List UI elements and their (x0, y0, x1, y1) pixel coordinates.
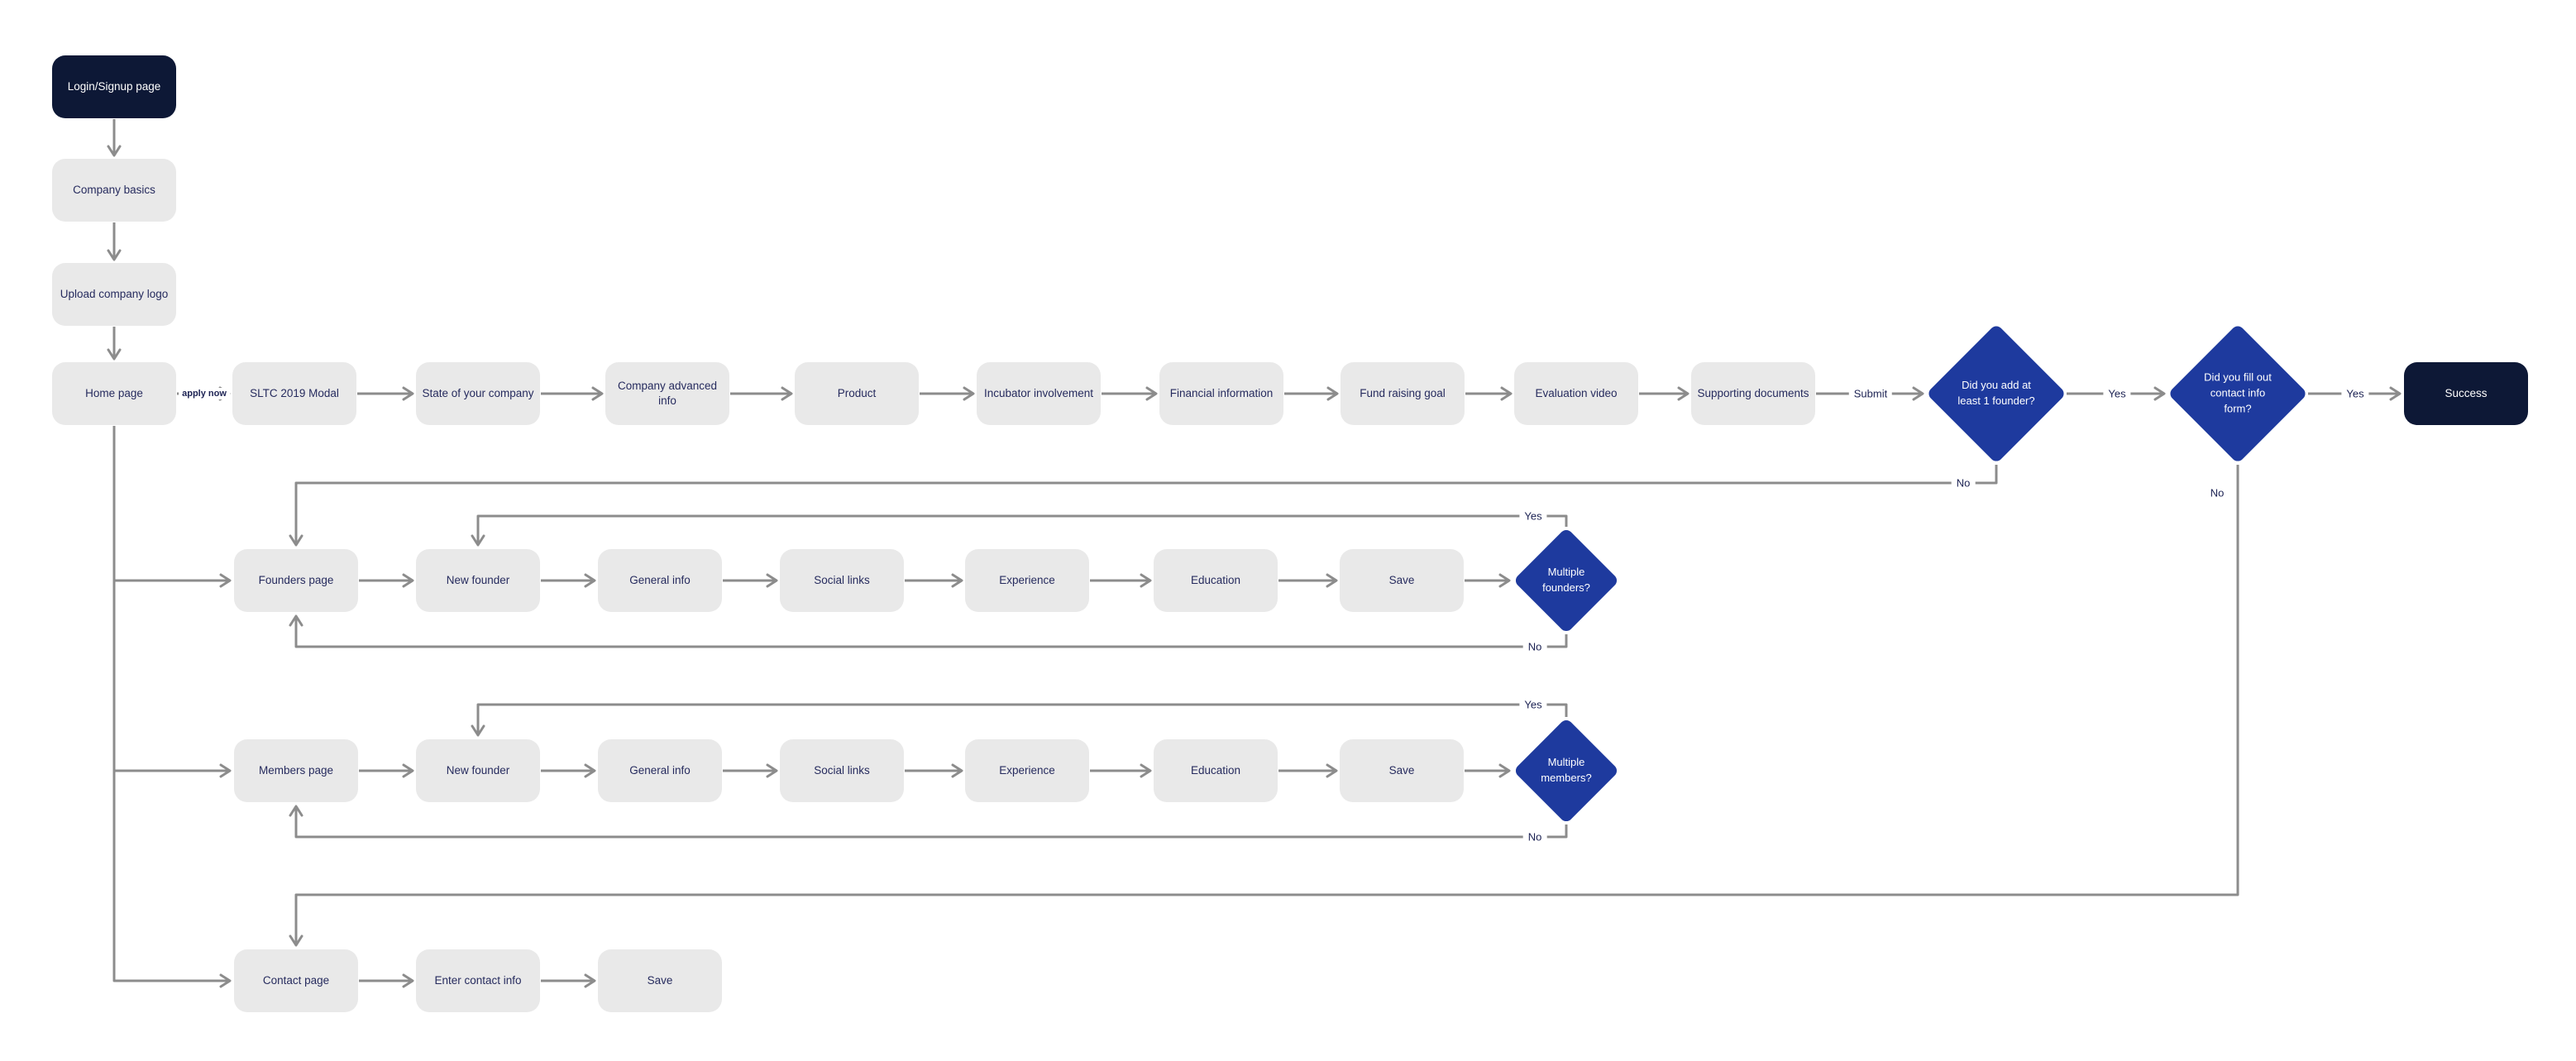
node-label: Education (1190, 763, 1241, 777)
node-label: Experience (999, 573, 1055, 586)
node-company-basics[interactable]: Company basics (52, 159, 176, 222)
node-label: Save (1388, 763, 1415, 777)
node-label: New founder (446, 763, 510, 777)
connector-multiple-founders-no-to-founders-page (289, 614, 1568, 648)
edge-label-no-contact-decision[interactable]: No (2205, 485, 2230, 500)
node-financial-information[interactable]: Financial information (1159, 362, 1283, 425)
edge-label-yes-contact-decision[interactable]: Yes (2341, 386, 2369, 401)
node-label: Fund raising goal (1360, 386, 1446, 399)
node-incubator-involvement[interactable]: Incubator involvement (977, 362, 1101, 425)
node-login-signup-page[interactable]: Login/Signup page (52, 55, 176, 118)
node-label: Contact page (262, 973, 330, 987)
node-label: SLTC 2019 Modal (250, 386, 339, 399)
connector-multiple-members-yes-to-new-founder (471, 703, 1568, 737)
node-label: Save (647, 973, 673, 987)
node-label: Save (1388, 573, 1415, 586)
connector-multiple-founders-yes-to-new-founder (471, 514, 1568, 547)
node-members-education[interactable]: Education (1154, 739, 1278, 802)
node-success[interactable]: Success (2404, 362, 2528, 425)
node-upload-company-logo[interactable]: Upload company logo (52, 263, 176, 326)
connector-decision-contact-no-to-contact-page (289, 465, 2239, 947)
node-label: Home page (85, 386, 143, 399)
connector-home-branch-to-contact-page (112, 426, 232, 988)
node-state-of-company[interactable]: State of your company (416, 362, 540, 425)
node-label: Education (1190, 573, 1241, 586)
edge-label-no-multiple-founders[interactable]: No (1522, 639, 1547, 654)
edge-label-apply-now[interactable]: apply now (179, 388, 230, 399)
node-members-page[interactable]: Members page (234, 739, 358, 802)
node-label: Product (837, 386, 877, 399)
node-enter-contact-info[interactable]: Enter contact info (416, 949, 540, 1012)
node-label: New founder (446, 573, 510, 586)
node-founders-experience[interactable]: Experience (965, 549, 1089, 612)
node-members-save[interactable]: Save (1340, 739, 1464, 802)
node-founders-page[interactable]: Founders page (234, 549, 358, 612)
node-label: Enter contact info (434, 973, 522, 987)
node-members-new-founder[interactable]: New founder (416, 739, 540, 802)
node-label: Incubator involvement (983, 386, 1094, 399)
node-label: Success (2445, 386, 2488, 399)
node-label: Company advanced info (617, 379, 718, 407)
decision-contact-form-label: Did you fill out contact info form? (2204, 370, 2272, 415)
node-label: Social links (814, 573, 870, 586)
connector-decision-founder-no-to-founders-page (289, 465, 1998, 547)
node-company-advanced-info[interactable]: Company advanced info (605, 362, 729, 425)
node-label: Experience (999, 763, 1055, 777)
node-fund-raising-goal[interactable]: Fund raising goal (1341, 362, 1465, 425)
node-members-social-links[interactable]: Social links (780, 739, 904, 802)
node-label: General info (629, 763, 691, 777)
decision-multiple-members-label: Multiple members? (1541, 756, 1592, 784)
node-contact-save[interactable]: Save (598, 949, 722, 1012)
node-founders-save[interactable]: Save (1340, 549, 1464, 612)
node-product[interactable]: Product (795, 362, 919, 425)
node-members-general-info[interactable]: General info (598, 739, 722, 802)
node-contact-page[interactable]: Contact page (234, 949, 358, 1012)
edge-label-yes-multiple-members[interactable]: Yes (1519, 697, 1547, 712)
edge-label-no-multiple-members[interactable]: No (1522, 829, 1547, 844)
node-founders-education[interactable]: Education (1154, 549, 1278, 612)
decision-founder-added-label: Did you add at least 1 founder? (1957, 379, 2035, 407)
node-evaluation-video[interactable]: Evaluation video (1514, 362, 1638, 425)
node-label: Company basics (73, 183, 155, 196)
edge-label-no-founder-decision[interactable]: No (1951, 476, 1976, 490)
node-label: Supporting documents (1697, 386, 1809, 399)
node-founders-new-founder[interactable]: New founder (416, 549, 540, 612)
node-home-page[interactable]: Home page (52, 362, 176, 425)
node-label: Upload company logo (60, 287, 169, 300)
node-founders-social-links[interactable]: Social links (780, 549, 904, 612)
edge-label-yes-multiple-founders[interactable]: Yes (1519, 509, 1547, 523)
node-label: General info (629, 573, 691, 586)
node-label: Evaluation video (1535, 386, 1618, 399)
node-supporting-documents[interactable]: Supporting documents (1691, 362, 1815, 425)
node-founders-general-info[interactable]: General info (598, 549, 722, 612)
node-label: Founders page (258, 573, 334, 586)
edge-label-submit[interactable]: Submit (1848, 386, 1893, 401)
edge-label-yes-founder-decision[interactable]: Yes (2103, 386, 2131, 401)
node-label: Financial information (1169, 386, 1274, 399)
node-label: State of your company (422, 386, 534, 399)
node-label: Members page (258, 763, 334, 777)
node-sltc-2019-modal[interactable]: SLTC 2019 Modal (232, 362, 356, 425)
node-label: Login/Signup page (67, 79, 161, 93)
decision-multiple-founders-label: Multiple founders? (1542, 566, 1590, 594)
node-members-experience[interactable]: Experience (965, 739, 1089, 802)
connector-multiple-members-no-to-members-page (289, 805, 1568, 839)
node-label: Social links (814, 763, 870, 777)
